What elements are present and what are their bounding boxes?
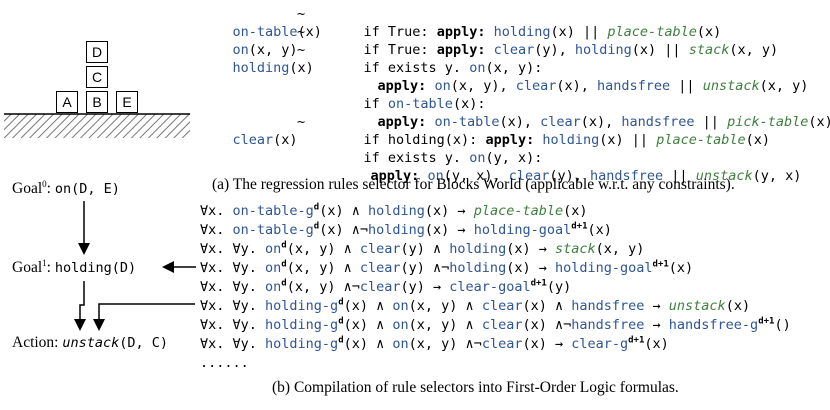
goal1: Goal1: holding(D) xyxy=(12,257,137,276)
fol-formula: ∀x. ∀y. ond(x, y) ∧¬clear(y) → clear-goa… xyxy=(200,278,572,295)
rule-head: clear xyxy=(232,132,274,148)
rule-sim: ~ xyxy=(297,6,306,22)
rule-apply: apply: on(x, y), clear(x), handsfree || … xyxy=(377,78,809,94)
fol-formula: ∀x. on-table-gd(x) ∧ holding(x) → place-… xyxy=(200,202,588,219)
fol-formula: ∀x. ∀y. holding-gd(x) ∧ on(x, y) ∧¬clear… xyxy=(200,335,669,352)
rule-cond: if on-table(x): xyxy=(363,96,486,112)
goal1-value: holding(D) xyxy=(54,260,137,276)
fol-formula: ∀x. ∀y. holding-gd(x) ∧ on(x, y) ∧ clear… xyxy=(200,297,751,314)
fol-formula: ∀x. ∀y. holding-gd(x) ∧ on(x, y) ∧ clear… xyxy=(200,316,791,333)
rule-sim: ~ xyxy=(297,42,306,58)
table-surface xyxy=(4,113,190,138)
action-value: unstack xyxy=(62,335,120,351)
action: Action: unstack(D, C) xyxy=(12,334,169,351)
rule-sim: ~ xyxy=(297,24,306,40)
rule-line: on-table(x) xyxy=(232,24,322,40)
arrow-goal1-action-left xyxy=(74,281,86,331)
rule-body: if True: apply: holding(x) || place-tabl… xyxy=(363,24,722,40)
block-d: D xyxy=(86,41,108,63)
flow-arrows xyxy=(74,201,196,331)
rule-line: holding(x) xyxy=(232,60,314,76)
rule-body: if holding(x): apply: holding(x) || plac… xyxy=(363,132,770,148)
rule-line: clear(x) xyxy=(232,132,298,148)
rule-sim: ~ xyxy=(297,114,306,130)
arrow-formulas-action xyxy=(93,303,195,331)
rule-head: on xyxy=(232,42,249,58)
rule-line: on(x, y) xyxy=(232,42,298,58)
rule-apply: apply: on-table(x), clear(x), handsfree … xyxy=(377,114,830,130)
rule-cond: if exists y. on(x, y): xyxy=(363,60,543,76)
fol-formula: ∀x. ∀y. ond(x, y) ∧ clear(y) ∧¬holding(x… xyxy=(200,259,694,276)
fol-ellipsis: ...... xyxy=(200,355,249,371)
fol-formula: ∀x. ∀y. ond(x, y) ∧ clear(y) ∧ holding(x… xyxy=(200,240,645,257)
goal0: Goal0: on(D, E) xyxy=(12,178,120,197)
block-b: B xyxy=(86,91,108,113)
caption-b: (b) Compilation of rule selectors into F… xyxy=(272,379,679,396)
fol-formula: ∀x. on-table-gd(x) ∧¬holding(x) → holdin… xyxy=(200,221,612,238)
block-c: C xyxy=(86,66,108,88)
block-a: A xyxy=(56,91,78,113)
rule-body: if True: apply: clear(y), holding(x) || … xyxy=(363,42,779,58)
caption-a: (a) The regression rules selector for Bl… xyxy=(212,176,735,193)
rule-cond: if exists y. on(y, x): xyxy=(363,150,543,166)
block-e: E xyxy=(116,91,138,113)
goal0-value: on(D, E) xyxy=(54,181,120,197)
rule-apply: apply: on(y, x), clear(y), handsfree || … xyxy=(370,168,802,184)
rule-head: holding xyxy=(232,60,290,76)
rule-head: on-table xyxy=(232,24,298,40)
